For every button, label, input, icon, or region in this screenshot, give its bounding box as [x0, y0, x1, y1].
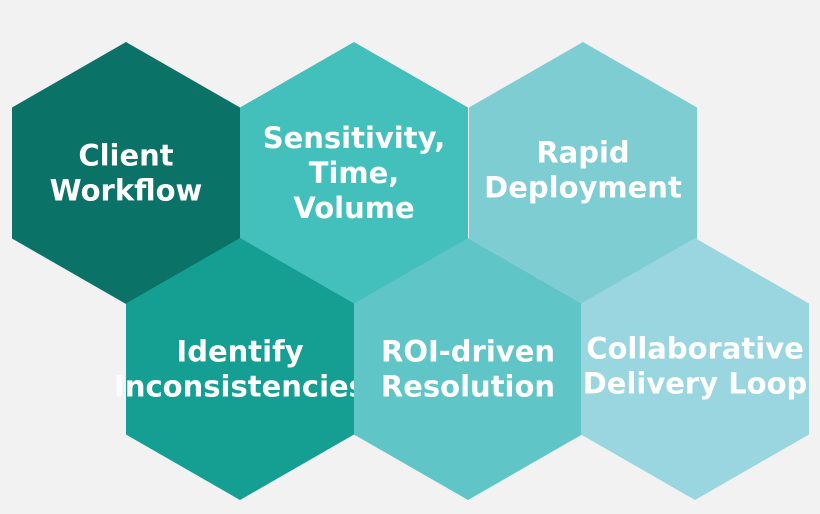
hexagon-label-line: Deployment [484, 171, 682, 205]
hexagon-shape [12, 42, 240, 304]
hexagon-shape [126, 238, 354, 500]
hexagon-label-line: Inconsistencies [114, 370, 366, 404]
hexagon-label-line: Identify [176, 335, 303, 369]
hexagon-label-line: Workflow [50, 174, 203, 208]
hexagon-label-line: Resolution [381, 370, 555, 404]
hexagon-label-line: Client [78, 139, 173, 173]
hexagon-label-line: Time, [309, 156, 400, 190]
hexagon-label-line: ROI-driven [381, 335, 555, 369]
hexagon-label-line: Sensitivity, [263, 121, 446, 155]
hexagon-label-line: Rapid [536, 136, 629, 170]
hexagon-sensitivity-time-volume: Sensitivity,Time,Volume [240, 42, 468, 304]
hexagon-shape [240, 42, 468, 304]
hexagon-label-line: Delivery Loop [583, 367, 808, 401]
hexagon-shape [469, 42, 697, 304]
hexagon-shape [581, 238, 809, 500]
hexagon-label-line: Volume [293, 191, 414, 225]
hexagon-layer: ClientWorkflowSensitivity,Time,VolumeRap… [12, 42, 809, 500]
hexagon-shape [354, 238, 582, 500]
hexagon-label-line: Collaborative [586, 332, 804, 366]
